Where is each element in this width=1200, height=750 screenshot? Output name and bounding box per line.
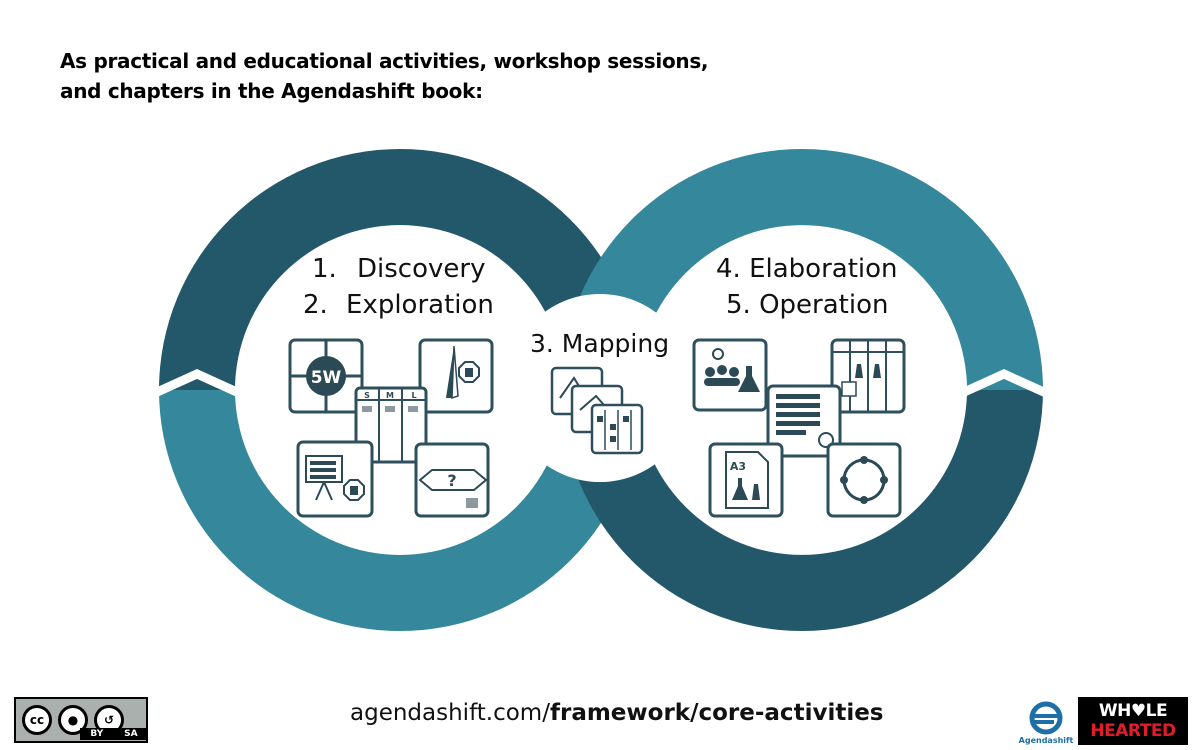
board-columns-icon: [830, 338, 906, 414]
question-arrow-icon: ?: [414, 442, 490, 518]
creative-commons-badge: cc ● ↺ BY SA: [14, 697, 148, 743]
agendashift-logo-icon: [1029, 701, 1063, 735]
cc-license-terms: BY SA: [80, 728, 148, 740]
compass-icon: [418, 338, 494, 414]
agendashift-logo: Agendashift: [1019, 700, 1073, 748]
cc-sa: SA: [124, 729, 138, 739]
document-heart-icon: [766, 384, 842, 458]
item-1-label: Discovery: [357, 254, 485, 284]
five-w-text: 5W: [311, 368, 342, 388]
left-notch: [153, 369, 241, 398]
item-2-number: 2.: [303, 290, 328, 320]
cc-by: BY: [90, 729, 104, 739]
footer-url-domain: agendashift.com/: [350, 700, 550, 726]
footer-url-path: framework/core-activities: [549, 700, 884, 726]
sml-m: M: [386, 391, 394, 400]
heading-line-1: As practical and educational activities,…: [60, 49, 709, 73]
people-flask-icon: [692, 338, 768, 412]
sml-l: L: [411, 391, 416, 400]
right-ring-bottom: [561, 390, 1043, 631]
item-2-label: Exploration: [346, 290, 494, 320]
footer-url[interactable]: agendashift.com/framework/core-activitie…: [350, 700, 884, 726]
wholehearted-logo: WH♥LE HEARTED: [1078, 697, 1188, 745]
right-ring-top: [561, 149, 1043, 390]
heading-line-2: and chapters in the Agendashift book:: [60, 79, 483, 103]
a3-document-icon: A3: [708, 442, 784, 518]
sml-board-icon: S M L: [354, 386, 428, 464]
item-5-label: 5. Operation: [726, 290, 888, 320]
wholehearted-line-1: WH♥LE: [1098, 701, 1168, 721]
right-notch: [960, 369, 1048, 398]
item-4-label: 4. Elaboration: [716, 254, 898, 284]
question-mark: ?: [447, 471, 456, 490]
heading: As practical and educational activities,…: [60, 46, 820, 106]
mapping-cards-icon: [550, 366, 644, 455]
presentation-board-icon: [296, 440, 374, 518]
attribution-icon: ●: [58, 705, 88, 735]
wholehearted-line-2: HEARTED: [1090, 721, 1176, 741]
left-ring-top: [159, 149, 641, 390]
mapping-label: 3. Mapping: [530, 329, 669, 358]
a3-text: A3: [730, 460, 746, 473]
agendashift-logo-text: Agendashift: [1018, 736, 1074, 745]
cycle-circle-icon: [826, 442, 902, 518]
cc-icon: cc: [22, 705, 52, 735]
left-ring-bottom: [159, 390, 641, 631]
item-1-number: 1.: [312, 254, 337, 284]
sml-s: S: [364, 391, 370, 400]
five-w-icon: 5W: [288, 338, 364, 414]
